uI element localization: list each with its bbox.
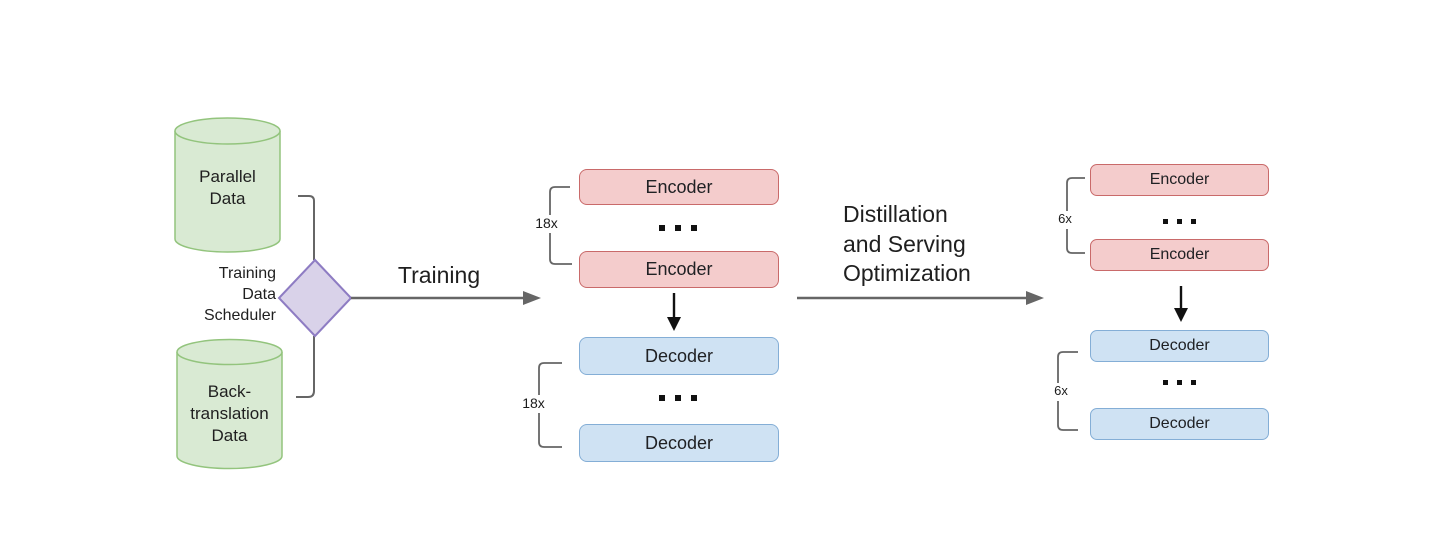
parallel-data-cylinder-icon: [174, 117, 281, 253]
teacher-decoder-bottom-box: Decoder: [579, 424, 779, 462]
training-data-scheduler-label: Training Data Scheduler: [203, 265, 276, 324]
training-arrow-icon: [351, 291, 541, 305]
backtranslation-data-cylinder-icon: [176, 338, 283, 470]
parallel-data-label: Parallel Data: [199, 167, 256, 208]
training-arrow-label: Training: [397, 262, 481, 288]
teacher-decoder-ellipsis-icon: [659, 395, 697, 401]
teacher-encoder-bottom-box: Encoder: [579, 251, 779, 288]
student-encoder-multiplier: 6x: [1050, 211, 1080, 229]
scheduler-diamond-icon: [277, 258, 353, 338]
teacher-decoder-multiplier: 18x: [516, 395, 551, 413]
student-decoder-top-box: Decoder: [1090, 330, 1269, 362]
teacher-encoder-ellipsis-icon: [659, 225, 697, 231]
teacher-encoder-decoder-arrow-icon: [667, 293, 681, 331]
student-encoder-ellipsis-icon: [1163, 219, 1196, 224]
student-encoder-bottom-box: Encoder: [1090, 239, 1269, 271]
parallel-to-scheduler-connector: [298, 195, 315, 260]
backtranslation-data-label: Back- translation Data: [190, 382, 269, 445]
student-encoder-top-box: Encoder: [1090, 164, 1269, 196]
teacher-decoder-top-box: Decoder: [579, 337, 779, 375]
teacher-encoder-multiplier: 18x: [529, 215, 564, 233]
distillation-arrow-icon: [797, 291, 1044, 305]
backtranslation-to-scheduler-connector: [296, 336, 315, 398]
student-decoder-bottom-box: Decoder: [1090, 408, 1269, 440]
student-encoder-decoder-arrow-icon: [1174, 286, 1188, 322]
student-decoder-multiplier: 6x: [1046, 383, 1076, 401]
distillation-arrow-label: Distillation and Serving Optimization: [843, 201, 971, 286]
teacher-encoder-top-box: Encoder: [579, 169, 779, 205]
student-decoder-ellipsis-icon: [1163, 380, 1196, 385]
